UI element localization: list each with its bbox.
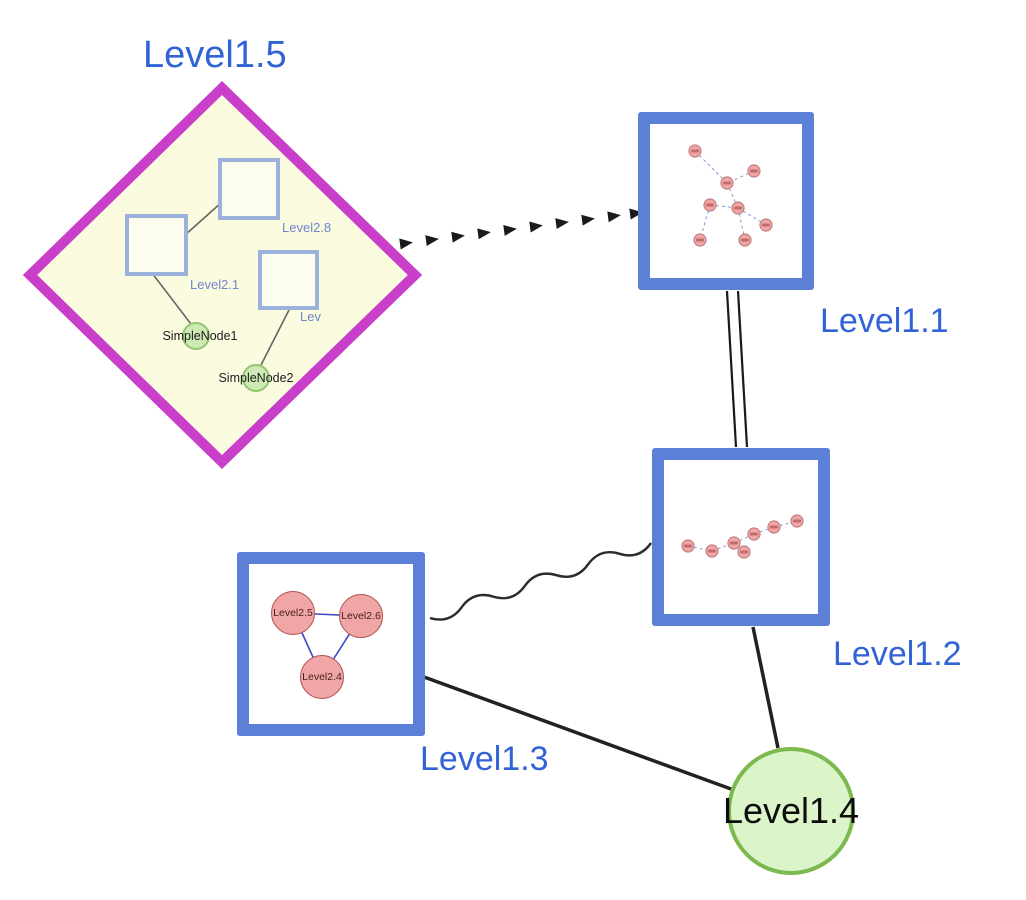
node-level2-8[interactable] (218, 158, 280, 220)
node-level1-1[interactable] (638, 112, 814, 290)
label-level1-4: Level1.4 (722, 790, 860, 831)
edge-level1-5-to-level1-1-arrow-chain[interactable] (399, 206, 644, 250)
node-level2-6[interactable]: Level2.6 (339, 594, 383, 638)
label-level1-5: Level1.5 (143, 34, 287, 76)
level1-3-inner-edges (292, 612, 362, 678)
label-level2-5: Level2.5 (273, 607, 313, 619)
node-simple-node-1[interactable] (182, 322, 210, 350)
edge-level1-3-to-level1-4[interactable] (423, 675, 732, 791)
node-level2-4[interactable]: Level2.4 (300, 655, 344, 699)
node-level1-4[interactable]: Level1.4 (723, 747, 859, 875)
level1-5-inner-edges (151, 201, 291, 370)
label-level2-8: Level2.8 (282, 220, 332, 235)
node-level2-1[interactable] (125, 214, 188, 276)
label-level2-x: Lev (300, 309, 321, 324)
label-level1-2: Level1.2 (833, 635, 962, 673)
label-level2-1: Level2.1 (190, 277, 240, 292)
node-level1-2[interactable] (652, 448, 830, 626)
label-level2-6: Level2.6 (341, 610, 381, 622)
label-level2-4: Level2.4 (302, 671, 342, 683)
node-simple-node-2[interactable] (242, 364, 270, 392)
label-simple-node-2: SimpleNode2 (218, 371, 294, 385)
label-level1-1: Level1.1 (820, 302, 949, 340)
edge-level1-3-to-level1-2-wavy[interactable] (429, 542, 652, 621)
node-level2-x[interactable] (258, 250, 319, 310)
label-level1-3: Level1.3 (420, 740, 549, 778)
edge-level1-1-to-level1-2-double[interactable] (725, 290, 749, 448)
level1-2-mini-graph (681, 514, 804, 559)
node-level1-3[interactable]: Level2.5 Level2.6 Level2.4 (237, 552, 425, 736)
level1-1-mini-graph (688, 144, 773, 247)
edge-level1-2-to-level1-4[interactable] (751, 626, 780, 749)
node-level2-5[interactable]: Level2.5 (271, 591, 315, 635)
label-simple-node-1: SimpleNode1 (162, 329, 238, 343)
node-level1-5-diamond[interactable] (22, 81, 423, 469)
